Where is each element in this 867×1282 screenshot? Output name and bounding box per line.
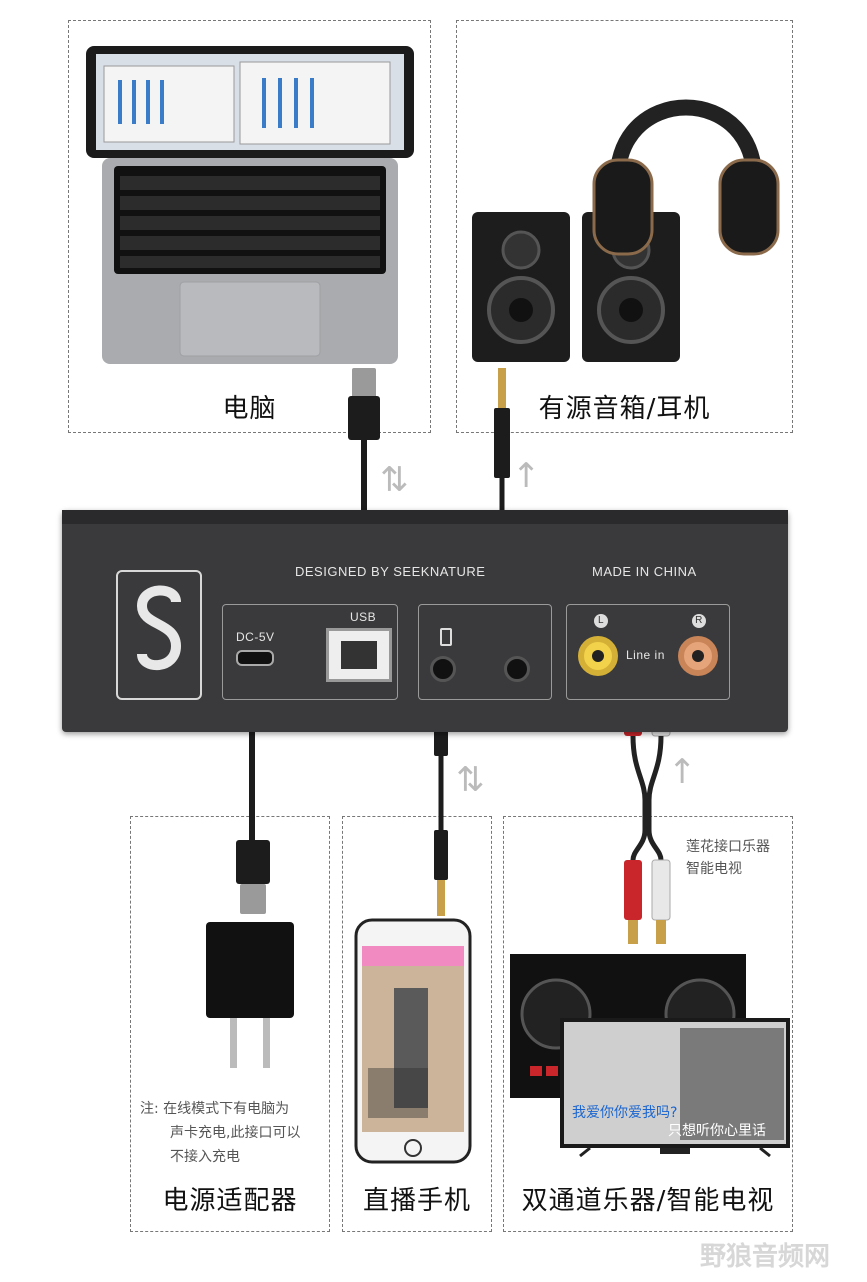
smartphone-icon — [354, 918, 472, 1164]
rca-up-arrow: ↑ — [668, 752, 697, 792]
speakers-box — [456, 20, 793, 433]
rca-left-jack[interactable] — [578, 636, 618, 676]
tv-lyric-2: 只想听你心里话 — [668, 1123, 766, 1139]
watermark: 野狼音频网 — [700, 1242, 831, 1272]
charge-note-line-3: 不接入充电 — [170, 1149, 240, 1165]
rca-note-line-2: 智能电视 — [686, 861, 742, 877]
headphones-icon — [592, 99, 780, 256]
output-jack[interactable] — [504, 656, 530, 682]
rca-right-jack[interactable] — [678, 636, 718, 676]
usb-bidirectional-arrow: ⇅ — [380, 460, 409, 500]
seeknature-logo — [116, 570, 202, 700]
device-top-edge — [62, 510, 788, 524]
phone-panel — [418, 604, 552, 700]
left-channel-label: L — [594, 614, 608, 628]
usb-b-port[interactable] — [326, 628, 392, 682]
dc-label: DC-5V — [236, 630, 275, 644]
usb-label: USB — [350, 610, 377, 624]
power-usb-panel — [222, 604, 398, 700]
phone-icon — [440, 628, 452, 646]
phone-bidirectional-arrow: ⇅ — [456, 760, 485, 800]
adapter-label: 电源适配器 — [162, 1186, 298, 1216]
phone-label: 直播手机 — [362, 1186, 471, 1216]
computer-box — [68, 20, 431, 433]
phone-jack[interactable] — [430, 656, 456, 682]
tv-lyric-1: 我爱你你爱我吗? — [572, 1105, 678, 1121]
speakers-label: 有源音箱/耳机 — [538, 394, 711, 424]
right-channel-label: R — [692, 614, 706, 628]
micro-usb-port[interactable] — [236, 650, 274, 666]
laptop-icon — [86, 46, 414, 364]
charge-note-line-1: 注: 在线模式下有电脑为 — [140, 1101, 290, 1117]
smart-tv-icon — [560, 1018, 790, 1158]
speakers-icon — [472, 212, 680, 362]
made-in-text: MADE IN CHINA — [592, 564, 697, 579]
line-in-panel — [566, 604, 730, 700]
charge-note-line-2: 声卡充电,此接口可以 — [170, 1125, 301, 1141]
instruments-label: 双通道乐器/智能电视 — [521, 1186, 775, 1216]
line-in-label: Line in — [626, 648, 665, 662]
adapter-box — [130, 816, 330, 1232]
designed-by-text: DESIGNED BY SEEKNATURE — [295, 564, 486, 579]
output-up-arrow: ↑ — [512, 456, 541, 496]
sound-card-back-panel — [62, 510, 788, 732]
phone-box — [342, 816, 492, 1232]
rca-note-line-1: 莲花接口乐器 — [686, 839, 770, 855]
computer-label: 电脑 — [222, 394, 277, 424]
